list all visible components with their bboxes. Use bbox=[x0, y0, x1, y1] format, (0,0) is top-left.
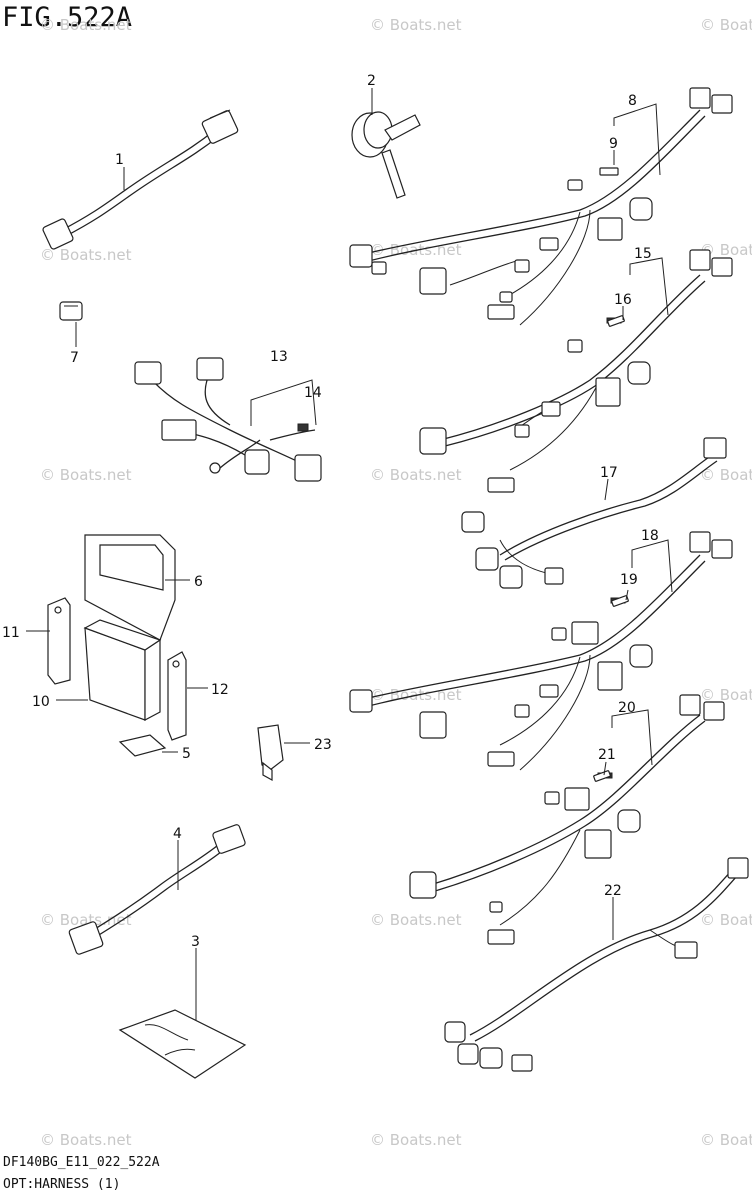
watermark: © Boats.net bbox=[40, 911, 132, 929]
callout-6: 6 bbox=[194, 574, 203, 590]
drawing-code: DF140BG_E11_022_522A bbox=[3, 1155, 160, 1170]
callout-10: 10 bbox=[32, 694, 50, 710]
part-18-harness[interactable] bbox=[349, 531, 733, 771]
callout-12: 12 bbox=[211, 682, 229, 698]
watermark: © Boats.net bbox=[370, 1131, 462, 1149]
watermark-layer: © Boats.net © Boats.net © Boats.net © Bo… bbox=[40, 16, 752, 1149]
callout-13: 13 bbox=[270, 349, 288, 365]
watermark: © Boats.net bbox=[370, 16, 462, 34]
leader-lines bbox=[26, 88, 673, 1020]
part-9-screw[interactable] bbox=[599, 167, 619, 176]
part-4-harness[interactable] bbox=[68, 824, 246, 955]
callout-16: 16 bbox=[614, 292, 632, 308]
callout-1: 1 bbox=[115, 152, 124, 168]
part-8-main-harness[interactable] bbox=[349, 87, 733, 326]
callout-18: 18 bbox=[641, 528, 659, 544]
part-2-grommet[interactable] bbox=[351, 111, 421, 199]
part-22-harness[interactable] bbox=[444, 857, 749, 1072]
watermark: © Boats.net bbox=[700, 241, 752, 259]
callout-5: 5 bbox=[182, 746, 191, 762]
callout-23: 23 bbox=[314, 737, 332, 753]
callout-15: 15 bbox=[634, 246, 652, 262]
callout-20: 20 bbox=[618, 700, 636, 716]
figure-caption: OPT:HARNESS (1) bbox=[3, 1177, 121, 1192]
watermark: © Boats.net bbox=[370, 911, 462, 929]
part-19-screw[interactable] bbox=[611, 595, 629, 607]
callout-8: 8 bbox=[628, 93, 637, 109]
watermark: © Boats.net bbox=[40, 466, 132, 484]
callout-11: 11 bbox=[2, 625, 20, 641]
part-3-bag[interactable] bbox=[118, 1009, 247, 1079]
part-21-screw[interactable] bbox=[593, 770, 611, 782]
part-20-harness[interactable] bbox=[409, 694, 725, 945]
part-15-harness[interactable] bbox=[419, 249, 733, 493]
watermark: © Boats.net bbox=[40, 16, 132, 34]
part-1-extension-harness[interactable] bbox=[42, 109, 239, 250]
part-7-cap[interactable] bbox=[59, 301, 83, 321]
watermark: © Boats.net bbox=[700, 16, 752, 34]
watermark: © Boats.net bbox=[700, 466, 752, 484]
watermark: © Boats.net bbox=[700, 1131, 752, 1149]
callout-21: 21 bbox=[598, 747, 616, 763]
part-17-harness[interactable] bbox=[461, 437, 727, 589]
part-10-ecm-unit[interactable] bbox=[83, 619, 162, 721]
callout-3: 3 bbox=[191, 934, 200, 950]
part-6-cover[interactable] bbox=[84, 534, 176, 641]
part-23-boot[interactable] bbox=[257, 724, 284, 782]
watermark: © Boats.net bbox=[40, 1131, 132, 1149]
callout-7: 7 bbox=[70, 350, 79, 366]
part-12-bracket[interactable] bbox=[167, 651, 187, 741]
part-11-bracket[interactable] bbox=[47, 597, 71, 685]
figure-title: FIG.522A bbox=[2, 2, 133, 33]
callout-19: 19 bbox=[620, 572, 638, 588]
watermark: © Boats.net bbox=[700, 686, 752, 704]
callout-9: 9 bbox=[609, 136, 618, 152]
callout-22: 22 bbox=[604, 883, 622, 899]
callout-14: 14 bbox=[304, 385, 322, 401]
watermark: © Boats.net bbox=[40, 246, 132, 264]
part-16-screw[interactable] bbox=[607, 315, 625, 327]
part-13-sub-harness[interactable] bbox=[134, 357, 322, 482]
callout-17: 17 bbox=[600, 465, 618, 481]
callout-2: 2 bbox=[367, 73, 376, 89]
watermark: © Boats.net bbox=[370, 466, 462, 484]
callout-4: 4 bbox=[173, 826, 182, 842]
watermark: © Boats.net bbox=[700, 911, 752, 929]
part-5-pad[interactable] bbox=[118, 734, 167, 757]
callout-labels: 1 2 3 4 5 6 7 8 9 10 11 12 13 14 15 16 1… bbox=[2, 73, 659, 950]
